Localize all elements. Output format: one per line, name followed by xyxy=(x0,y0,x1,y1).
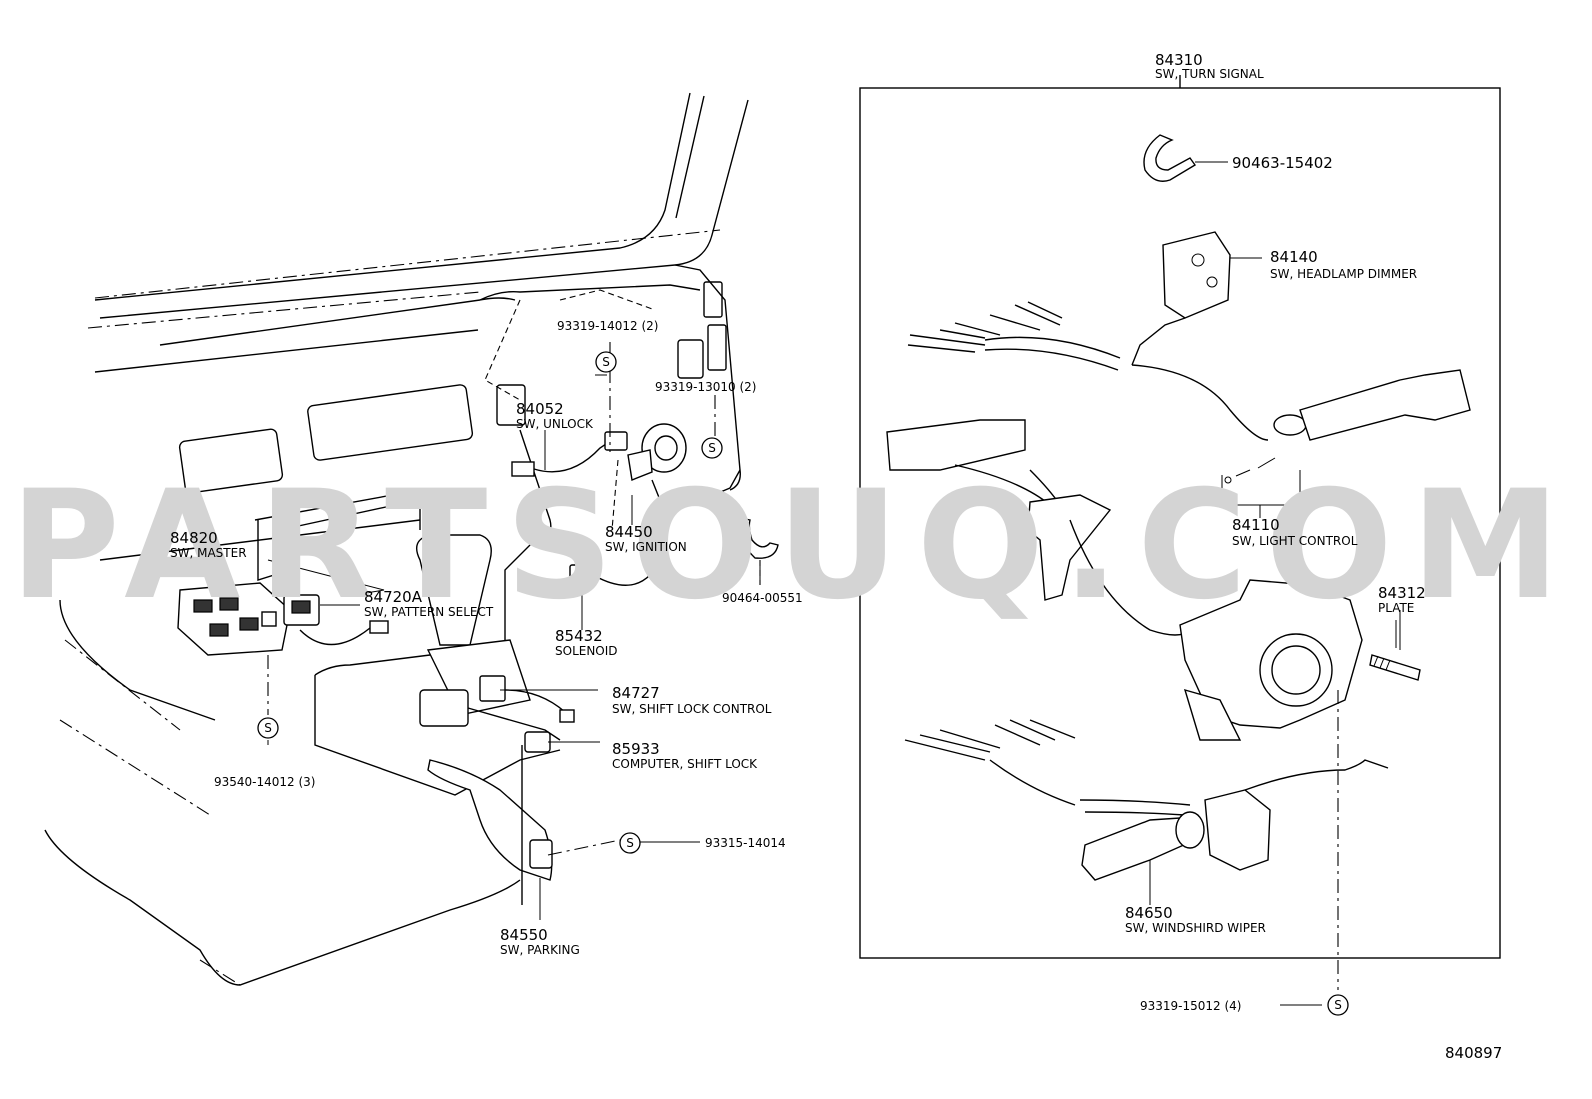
part-number: 84310 xyxy=(1155,51,1203,69)
callout-84720a[interactable]: 84720A SW, PATTERN SELECT xyxy=(364,588,494,619)
part-number: 84550 xyxy=(500,926,548,944)
callout-93319-13010[interactable]: 93319-13010 (2) xyxy=(655,380,757,394)
callout-84650[interactable]: 84650 SW, WINDSHIRD WIPER xyxy=(1125,904,1266,935)
s-symbol-label: S xyxy=(626,836,634,850)
part-description: SOLENOID xyxy=(555,644,618,658)
callout-84052[interactable]: 84052 SW, UNLOCK xyxy=(516,400,594,431)
part-number: 90464-00551 xyxy=(722,591,803,605)
parking-switch-84550 xyxy=(427,745,553,905)
part-description: PLATE xyxy=(1378,601,1414,615)
part-number: 85432 xyxy=(555,627,603,645)
connector-block xyxy=(886,419,1112,601)
part-number: 84110 xyxy=(1232,516,1280,534)
fastener-symbol: S xyxy=(257,717,279,739)
diagram-code: 840897 xyxy=(1445,1044,1502,1062)
part-number: 93315-14014 xyxy=(705,836,786,850)
callout-84550[interactable]: 84550 SW, PARKING xyxy=(500,926,580,957)
callout-84450[interactable]: 84450 SW, IGNITION xyxy=(605,523,687,554)
s-symbol-label: S xyxy=(602,355,610,369)
callout-90464-00551[interactable]: 90464-00551 xyxy=(722,591,803,605)
part-description: SW, TURN SIGNAL xyxy=(1155,67,1264,81)
callout-93540-14012[interactable]: 93540-14012 (3) xyxy=(214,775,316,789)
part-number: 84727 xyxy=(612,684,660,702)
fastener-symbol: S xyxy=(619,832,641,854)
part-description: SW, HEADLAMP DIMMER xyxy=(1270,267,1417,281)
callout-90463-15402[interactable]: 90463-15402 xyxy=(1232,154,1333,172)
part-number: 84052 xyxy=(516,400,564,418)
part-number: 93319-15012 (4) xyxy=(1140,999,1242,1013)
s-symbol-label: S xyxy=(708,441,716,455)
part-number: 93319-13010 (2) xyxy=(655,380,757,394)
dashboard-outline xyxy=(44,92,749,986)
callout-84727[interactable]: 84727 SW, SHIFT LOCK CONTROL xyxy=(612,684,772,716)
callout-84110[interactable]: 84110 SW, LIGHT CONTROL xyxy=(1232,516,1358,548)
part-description: SW, WINDSHIRD WIPER xyxy=(1125,921,1266,935)
part-number: 84450 xyxy=(605,523,653,541)
part-description: SW, MASTER xyxy=(170,546,247,560)
part-description: SW, IGNITION xyxy=(605,540,687,554)
shift-lock-assembly xyxy=(416,534,575,753)
part-number: 84312 xyxy=(1378,584,1426,602)
part-number: 93540-14012 (3) xyxy=(214,775,316,789)
callout-93315-14014[interactable]: 93315-14014 xyxy=(705,836,786,850)
master-switch-84820 xyxy=(177,582,291,656)
part-number: 84140 xyxy=(1270,248,1318,266)
plate-84312 xyxy=(1369,654,1421,681)
turn-signal-panel xyxy=(859,75,1501,959)
fastener-symbol: S xyxy=(701,437,723,459)
solenoid-85432 xyxy=(569,564,660,586)
part-number: 93319-14012 (2) xyxy=(557,319,659,333)
watermark: PARTSOUQ.COM xyxy=(10,459,1578,633)
s-symbol-label: S xyxy=(264,721,272,735)
leader-lines xyxy=(267,161,1401,1006)
part-description: SW, SHIFT LOCK CONTROL xyxy=(612,702,772,716)
part-description: SW, LIGHT CONTROL xyxy=(1232,534,1358,548)
wire-harness-upper xyxy=(907,301,1121,371)
callout-84820[interactable]: 84820 SW, MASTER xyxy=(170,529,247,560)
part-number: 84720A xyxy=(364,588,423,606)
s-symbol-label: S xyxy=(1334,998,1342,1012)
clip-90463 xyxy=(1143,134,1197,182)
part-description: SW, PATTERN SELECT xyxy=(364,605,494,619)
unlock-switch-84052 xyxy=(511,431,628,477)
callout-93319-15012[interactable]: 93319-15012 (4) xyxy=(1140,999,1242,1013)
combination-switch-body xyxy=(1069,519,1363,741)
part-number: 85933 xyxy=(612,740,660,758)
pattern-select-84720a xyxy=(283,594,389,646)
fastener-symbol: S xyxy=(1327,994,1349,1016)
part-number: 84820 xyxy=(170,529,218,547)
part-number: 90463-15402 xyxy=(1232,154,1333,172)
callout-84312[interactable]: 84312 PLATE xyxy=(1378,584,1426,615)
part-description: SW, UNLOCK xyxy=(516,417,594,431)
wiper-switch-84650 xyxy=(904,719,1389,881)
ignition-switch-84450 xyxy=(611,423,687,531)
light-control-lever-84110 xyxy=(1131,364,1471,484)
callout-84310[interactable]: 84310 SW, TURN SIGNAL xyxy=(1155,51,1264,81)
part-number: 84650 xyxy=(1125,904,1173,922)
fastener-symbol: S xyxy=(595,351,617,373)
callout-85933[interactable]: 85933 COMPUTER, SHIFT LOCK xyxy=(612,740,758,771)
callout-84140[interactable]: 84140 SW, HEADLAMP DIMMER xyxy=(1270,248,1417,281)
callout-85432[interactable]: 85432 SOLENOID xyxy=(555,627,618,658)
callout-93319-14012[interactable]: 93319-14012 (2) xyxy=(557,319,659,333)
part-description: SW, PARKING xyxy=(500,943,580,957)
headlamp-dimmer-84140 xyxy=(1131,231,1231,366)
part-description: COMPUTER, SHIFT LOCK xyxy=(612,757,758,771)
